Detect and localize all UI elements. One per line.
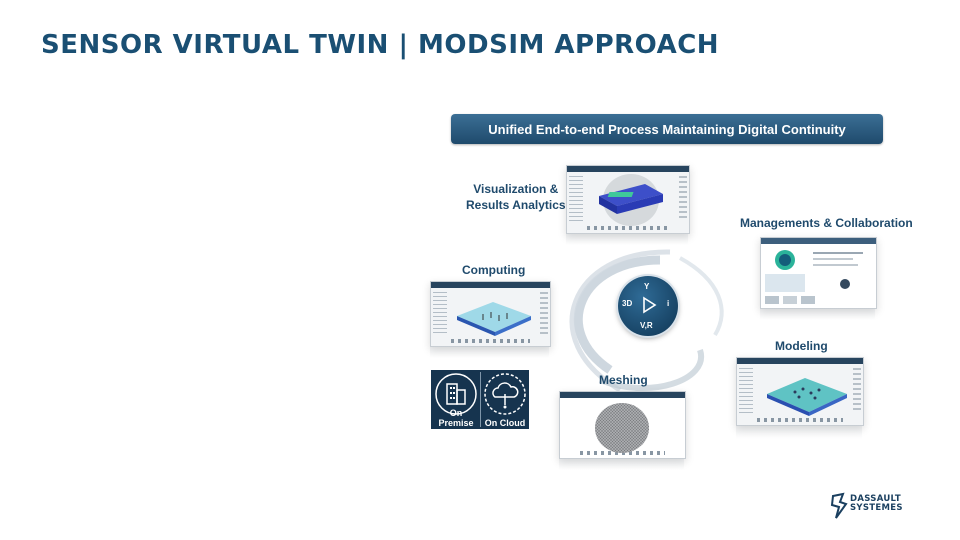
visualization-screenshot [566,165,690,234]
label-visualization-line1: Visualization & [473,182,559,196]
modeling-screenshot [736,357,864,426]
badge-left: 3D [622,299,633,308]
building-icon [435,373,477,415]
badge-right: i [667,299,670,308]
workflow-arcs [569,249,724,393]
logo-line1: DASSAULT [850,494,901,504]
on-cloud-label: On Cloud [484,418,526,428]
logo-line2: SYSTEMES [850,503,903,513]
on-premise-label: On Premise [438,408,474,428]
badge-bottom: V,R [640,321,653,330]
label-visualization: Visualization & Results Analytics [466,181,566,213]
3ds-logo-icon [830,492,848,519]
slide-title: SENSOR VIRTUAL TWIN | MODSIM APPROACH [41,30,720,60]
cloud-upload-icon [484,373,526,415]
3dexperience-badge: Y 3D i V,R [618,276,678,336]
label-meshing: Meshing [599,373,648,387]
process-banner: Unified End-to-end Process Maintaining D… [451,114,883,144]
computing-screenshot [430,281,551,347]
management-screenshot [760,237,877,309]
label-management: Managements & Collaboration [740,216,913,230]
label-visualization-line2: Results Analytics [466,198,566,212]
on-cloud-tile [482,372,528,416]
label-computing: Computing [462,263,526,277]
play-icon [643,296,657,314]
dassault-logo: DASSAULT SYSTEMES [830,492,902,525]
label-modeling: Modeling [775,339,828,353]
deployment-options: On Premise On Cloud [431,370,529,429]
on-premise-tile [433,372,479,416]
badge-top: Y [644,282,650,291]
meshing-screenshot [559,391,686,459]
